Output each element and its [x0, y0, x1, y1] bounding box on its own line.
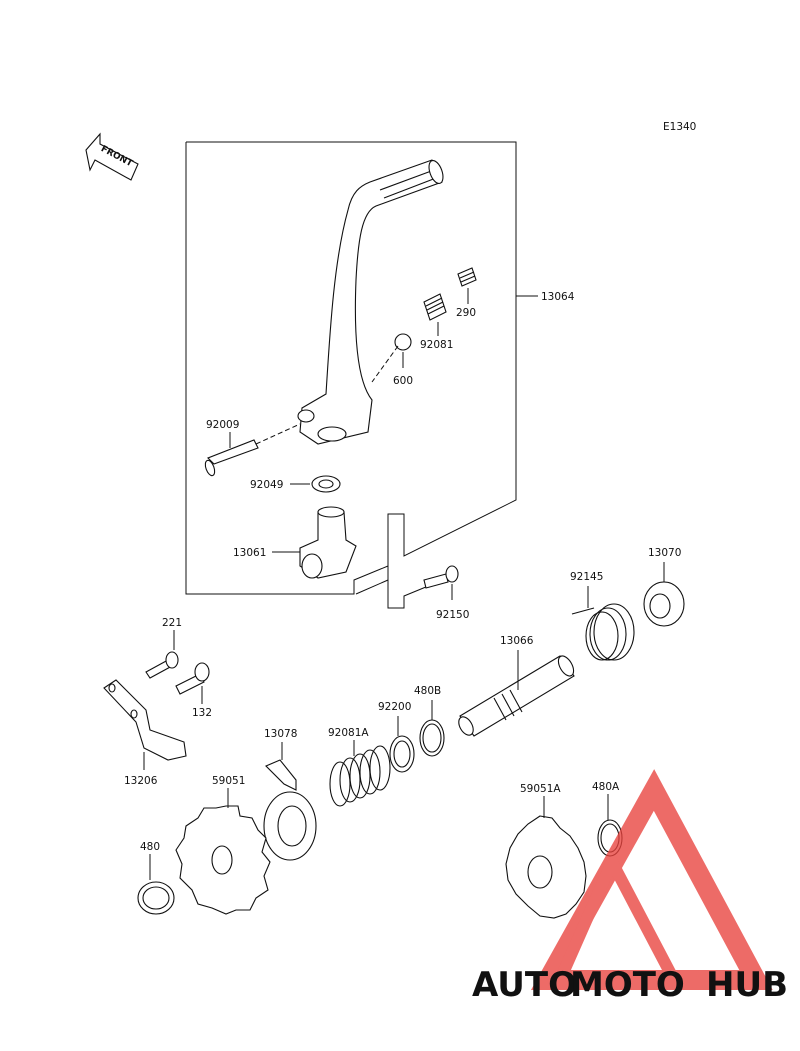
callout-480: 480 [140, 841, 160, 853]
callout-59051A: 59051A [520, 783, 561, 795]
front-arrow-icon: FRONT [85, 132, 139, 181]
watermark-logo: AUTO MOTO HUB [472, 965, 788, 1005]
kick-pedal-lever [297, 159, 444, 445]
spring-290 [457, 267, 477, 287]
callout-92200: 92200 [378, 701, 411, 713]
gear-59051 [175, 805, 271, 915]
diagram-code: E1340 [663, 121, 696, 133]
callout-92049: 92049 [250, 479, 283, 491]
callout-92150: 92150 [436, 609, 469, 621]
collar-13070 [643, 581, 685, 627]
bolt-132 [175, 662, 210, 695]
callout-13078: 13078 [264, 728, 297, 740]
washer-92049 [311, 475, 341, 493]
callout-59051: 59051 [212, 775, 245, 787]
callout-290: 290 [456, 307, 476, 319]
callout-221: 221 [162, 617, 182, 629]
callout-92145: 92145 [570, 571, 603, 583]
spring-92081A [329, 745, 391, 807]
circlip-480 [137, 881, 175, 915]
callout-92081A: 92081A [328, 727, 369, 739]
kick-shaft-13061 [299, 506, 357, 579]
plate-13206 [103, 679, 187, 761]
watermark-auto: AUTO [472, 965, 577, 1005]
spring-92081 [423, 293, 447, 321]
bolt-221 [145, 651, 179, 679]
automotohub-watermark [530, 769, 773, 990]
callout-92081: 92081 [420, 339, 453, 351]
watermark-moto: MOTO [570, 965, 685, 1005]
callout-13066: 13066 [500, 635, 534, 647]
kick-shaft-13066 [458, 655, 575, 737]
callout-13206: 13206 [124, 775, 158, 787]
bolt-92009 [204, 439, 259, 477]
bolt-92150 [423, 565, 459, 589]
watermark-hub: HUB [706, 965, 788, 1005]
ball-600 [394, 333, 412, 351]
callout-600: 600 [393, 375, 413, 387]
assembly-box [185, 141, 517, 595]
ratchet-gear-13078 [263, 759, 317, 861]
washer-92200 [389, 735, 415, 773]
callout-13064: 13064 [541, 291, 575, 303]
callout-480B: 480B [414, 685, 441, 697]
gear-59051A [505, 815, 587, 919]
callout-92009: 92009 [206, 419, 239, 431]
circlip-480B [419, 719, 445, 757]
spring-92145 [571, 603, 635, 661]
callout-13061: 13061 [233, 547, 266, 559]
callout-480A: 480A [592, 781, 620, 793]
callout-132: 132 [192, 707, 212, 719]
callout-13070: 13070 [648, 547, 681, 559]
